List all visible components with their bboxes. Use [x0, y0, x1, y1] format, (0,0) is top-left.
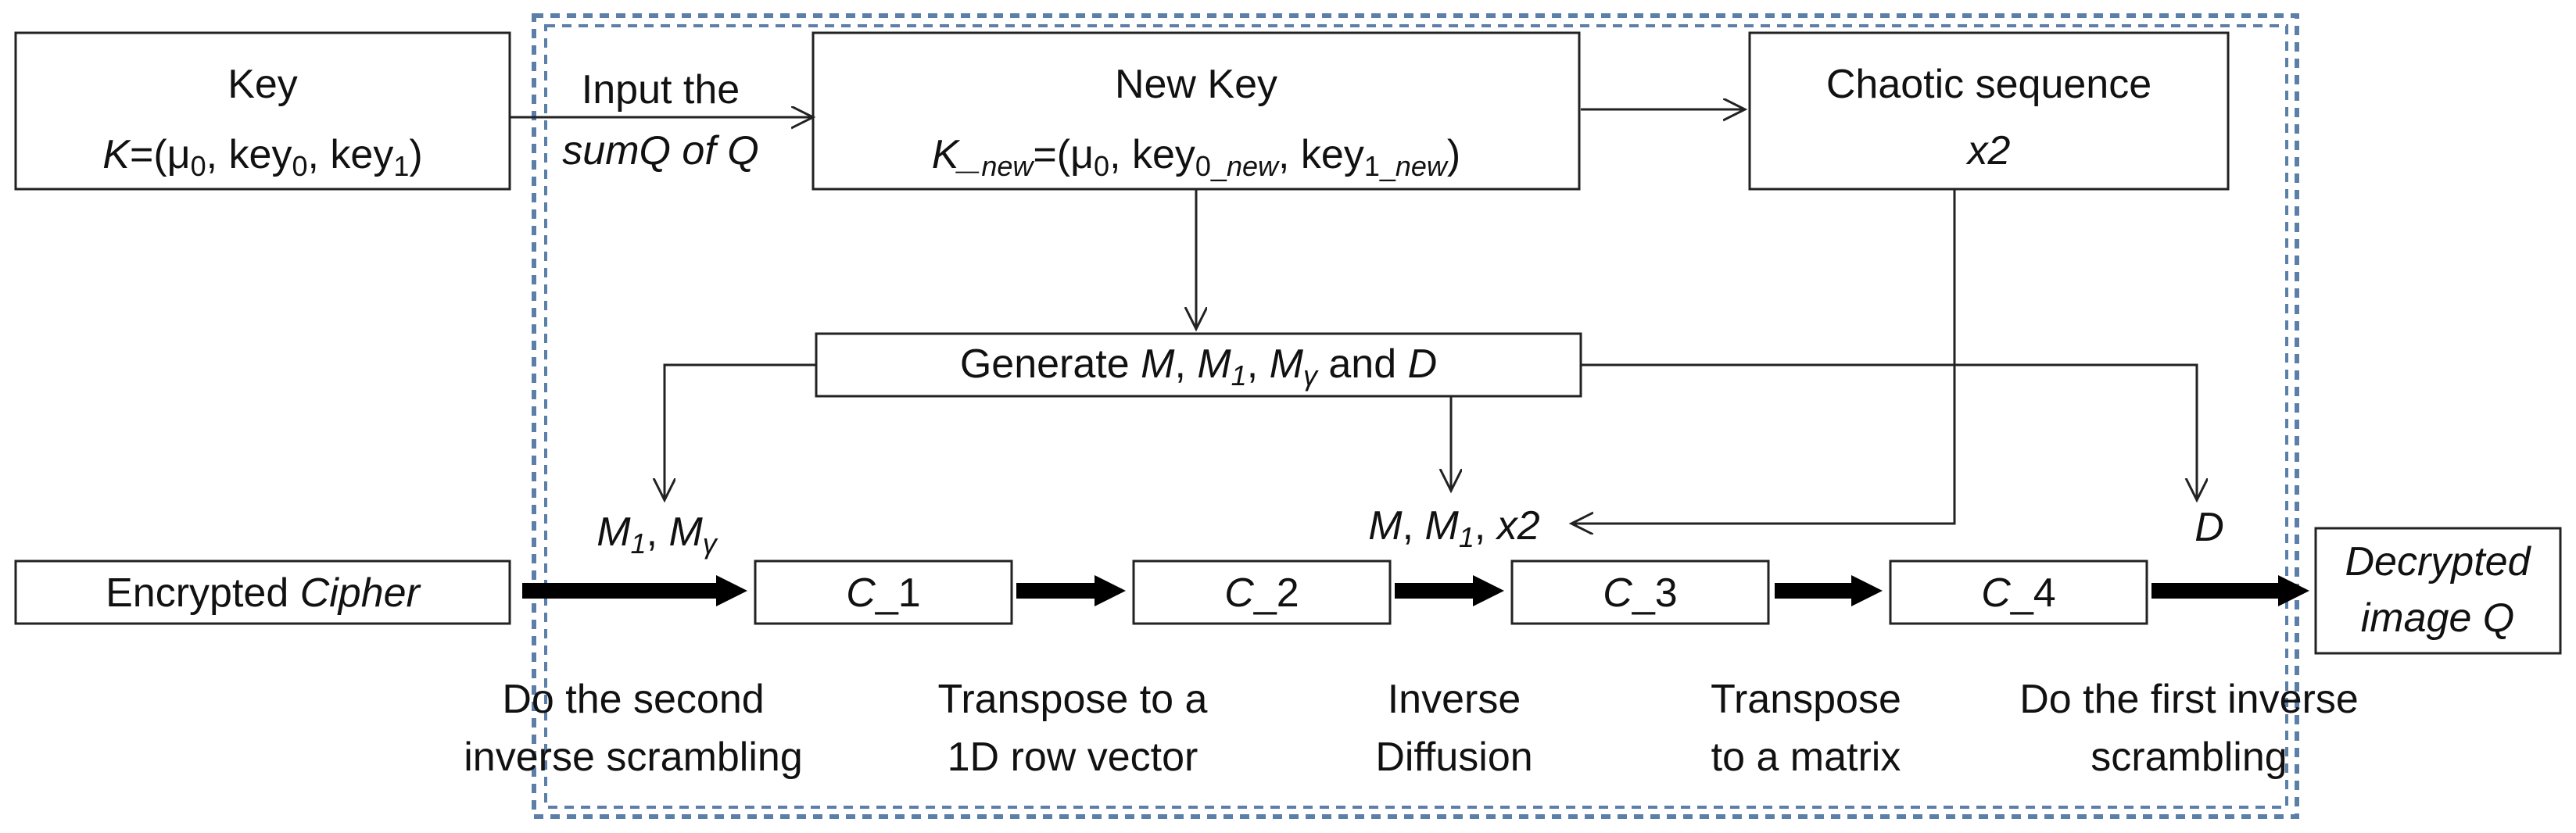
- encrypted-cipher-box: Encrypted Cipher: [14, 560, 511, 625]
- svg-text:Transpose: Transpose: [1711, 677, 1901, 722]
- chaotic-sequence-value: x2: [1965, 128, 2011, 173]
- decrypted-image-line1: Decrypted: [2345, 539, 2532, 585]
- key-box: Key K=(μ0, key0, key1): [14, 31, 511, 191]
- c2-label: C_2: [1224, 570, 1299, 616]
- input-sum-line2: sumQ of Q: [562, 128, 758, 173]
- c4-label: C_4: [1981, 570, 2055, 616]
- c1-label: C_1: [846, 570, 920, 616]
- decrypted-image-box: Decrypted image Q: [2314, 527, 2562, 655]
- new-key-box: New Key K_new=(μ0, key0_new, key1_new): [811, 31, 1581, 191]
- arrow-chaotic-to-x2: [1571, 189, 1956, 524]
- svg-text:inverse scrambling: inverse scrambling: [464, 735, 803, 780]
- svg-text:Inverse: Inverse: [1388, 677, 1521, 722]
- step-description-2: Transpose to a 1D row vector: [938, 677, 1208, 780]
- decrypted-image-line2: image Q: [2361, 595, 2515, 641]
- step-description-4: Transpose to a matrix: [1711, 677, 1901, 780]
- chaotic-sequence-title: Chaotic sequence: [1826, 62, 2151, 107]
- c2-box: C_2: [1132, 560, 1392, 625]
- arrow-generate-to-d: [1581, 363, 2197, 500]
- svg-text:to a matrix: to a matrix: [1711, 735, 1901, 780]
- svg-text:scrambling: scrambling: [2091, 735, 2287, 780]
- step-description-5: Do the first inverse scrambling: [2019, 677, 2359, 780]
- dashed-region-inner: [544, 24, 2288, 809]
- key-box-title: Key: [228, 62, 298, 107]
- new-key-box-formula: K_new=(μ0, key0_new, key1_new): [932, 132, 1461, 182]
- c4-box: C_4: [1889, 560, 2148, 625]
- chaotic-sequence-box: Chaotic sequence x2: [1748, 31, 2230, 191]
- label-m-m1-x2: M, M1, x2: [1368, 503, 1540, 553]
- encrypted-cipher-label: Encrypted Cipher: [106, 570, 421, 616]
- label-m1-my: M1, Mγ: [597, 509, 718, 560]
- c1-box: C_1: [754, 560, 1013, 625]
- step-description-1: Do the second inverse scrambling: [464, 677, 803, 780]
- c3-label: C_3: [1603, 570, 1677, 616]
- key-box-formula: K=(μ0, key0, key1): [102, 132, 422, 182]
- label-d: D: [2194, 505, 2224, 550]
- generate-box-label: Generate M, M1, Mγ and D: [960, 341, 1437, 391]
- svg-text:1D row vector: 1D row vector: [948, 735, 1198, 780]
- input-sum-line1: Input the: [582, 67, 740, 113]
- svg-text:Do the second: Do the second: [502, 677, 764, 722]
- new-key-box-title: New Key: [1115, 62, 1277, 107]
- svg-text:Do the first inverse: Do the first inverse: [2019, 677, 2359, 722]
- step-description-3: Inverse Diffusion: [1375, 677, 1532, 780]
- generate-box: Generate M, M1, Mγ and D: [815, 332, 1582, 398]
- c3-box: C_3: [1510, 560, 1770, 625]
- svg-text:Transpose to a: Transpose to a: [938, 677, 1208, 722]
- arrow-generate-to-m1-my: [665, 363, 816, 500]
- svg-text:Diffusion: Diffusion: [1375, 735, 1532, 780]
